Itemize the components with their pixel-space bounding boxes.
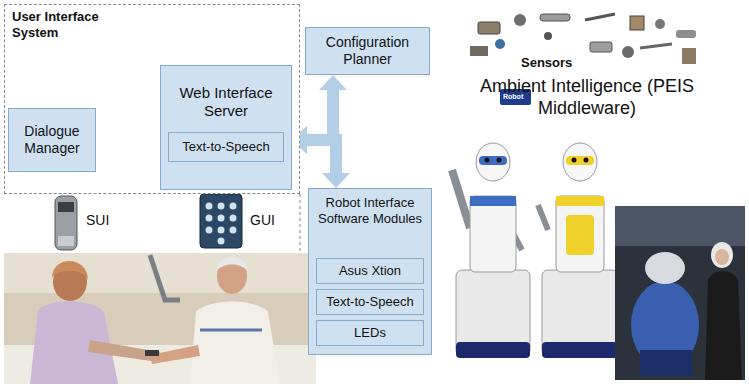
robot-yellow: [542, 342, 618, 358]
group-title: User Interface System: [12, 9, 124, 40]
photo-users: [150, 255, 180, 300]
gui-tablet: [218, 238, 225, 245]
gui-tablet: [200, 194, 242, 248]
photo-users: [216, 257, 248, 272]
device-label: SUI: [86, 213, 109, 228]
process-box: Dialogue Manager: [8, 108, 96, 172]
robot-blue: [456, 342, 530, 358]
gui-tablet: [230, 227, 237, 234]
sensor-pictures: [630, 16, 644, 30]
photo-robot: [711, 242, 733, 268]
gui-tablet: [206, 215, 213, 222]
system-boundary: User Interface SystemDialogue Manager Web…: [4, 4, 300, 194]
photo-users: [4, 253, 316, 384]
photo-users: [190, 302, 280, 384]
robot-blue: [470, 196, 516, 272]
separator-line: [300, 194, 301, 252]
module-box: Text-to-Speech: [316, 289, 424, 315]
box-label: Configuration Planner: [310, 34, 425, 68]
double-arrow: [307, 90, 333, 140]
sensor-pictures: [514, 14, 526, 26]
photo-users: [145, 350, 159, 356]
robot-yellow: [584, 158, 589, 163]
sensor-pictures: [655, 19, 665, 29]
photo-robot: [615, 206, 745, 380]
sensor-pictures: [590, 42, 612, 52]
photo-robot: [615, 206, 745, 246]
module-box: Asus Xtion: [316, 258, 424, 284]
process-box: Configuration Planner: [305, 27, 430, 75]
photo-users: [4, 253, 316, 384]
photo-robot: [615, 206, 745, 380]
gui-tablet: [218, 227, 225, 234]
sensor-pictures: [676, 30, 696, 38]
robot-blue: [452, 143, 530, 358]
gui-tablet: [218, 215, 225, 222]
sensor-pictures: [585, 14, 615, 20]
photo-users: [88, 340, 160, 362]
photo-robot: [715, 249, 729, 265]
module-box: Text-to-Speech: [168, 132, 284, 162]
cloud-region: Ambient Intelligence (PEIS Middleware): [432, 0, 749, 300]
box-label: Robot Interface Software Modules: [313, 195, 427, 226]
server-box: Web Interface ServerText-to-Speech: [160, 65, 292, 190]
robot-blue: [479, 156, 507, 165]
cloud-outline: [436, 2, 744, 296]
sensor-pictures: [478, 22, 500, 34]
box-label: Text-to-Speech: [326, 294, 413, 310]
box-label: Dialogue Manager: [13, 123, 91, 157]
logo-text: Robot: [503, 93, 523, 101]
device-label: GUI: [250, 213, 275, 228]
sui-device: [58, 236, 74, 246]
box-label: Text-to-Speech: [182, 139, 269, 155]
sensor-pictures: [682, 48, 696, 64]
cloud-outline: [432, 0, 749, 300]
gui-tablet: [218, 203, 225, 210]
module-box: LEDs: [316, 320, 424, 346]
photo-robot: [645, 252, 685, 284]
photo-robot: [705, 271, 742, 380]
sensor-pictures: [544, 32, 552, 40]
gui-tablet: [230, 215, 237, 222]
box-label: Web Interface Server: [165, 84, 287, 120]
robot-yellow: [556, 196, 604, 206]
gui-tablet: [200, 194, 242, 248]
gui-tablet: [230, 203, 237, 210]
sensor-pictures: [470, 46, 488, 56]
robot-yellow: [566, 156, 594, 165]
robot-blue: [485, 158, 490, 163]
robot-yellow: [566, 215, 594, 255]
robot-blue: [452, 170, 470, 228]
robot-yellow: [538, 143, 618, 358]
sui-device: [55, 196, 77, 250]
sensor-pictures: [495, 39, 505, 49]
photo-robot: [640, 350, 692, 376]
robot-yellow: [556, 196, 604, 272]
group-label: Sensors: [521, 56, 572, 70]
module-group-box: Robot Interface Software ModulesAsus Xti…: [308, 188, 432, 355]
photo-users: [217, 258, 247, 294]
photo-users: [52, 261, 88, 280]
sensor-pictures: [540, 14, 570, 21]
robot-yellow: [572, 158, 577, 163]
box-label: LEDs: [354, 325, 386, 341]
sui-device: [58, 202, 74, 212]
gui-tablet: [206, 203, 213, 210]
robot-blue: [476, 143, 510, 181]
sensor-pictures: [622, 46, 634, 58]
robot-yellow: [538, 205, 548, 230]
box-label: Asus Xtion: [339, 263, 401, 279]
photo-users: [200, 329, 262, 332]
robot-yellow: [563, 143, 597, 181]
gui-tablet: [206, 227, 213, 234]
sensor-pictures: [470, 14, 696, 64]
sensor-pictures: [640, 44, 672, 48]
double-arrow: [307, 140, 336, 173]
robot-blue: [470, 196, 516, 206]
sui-device: [55, 196, 77, 250]
robot-blue: [497, 158, 502, 163]
